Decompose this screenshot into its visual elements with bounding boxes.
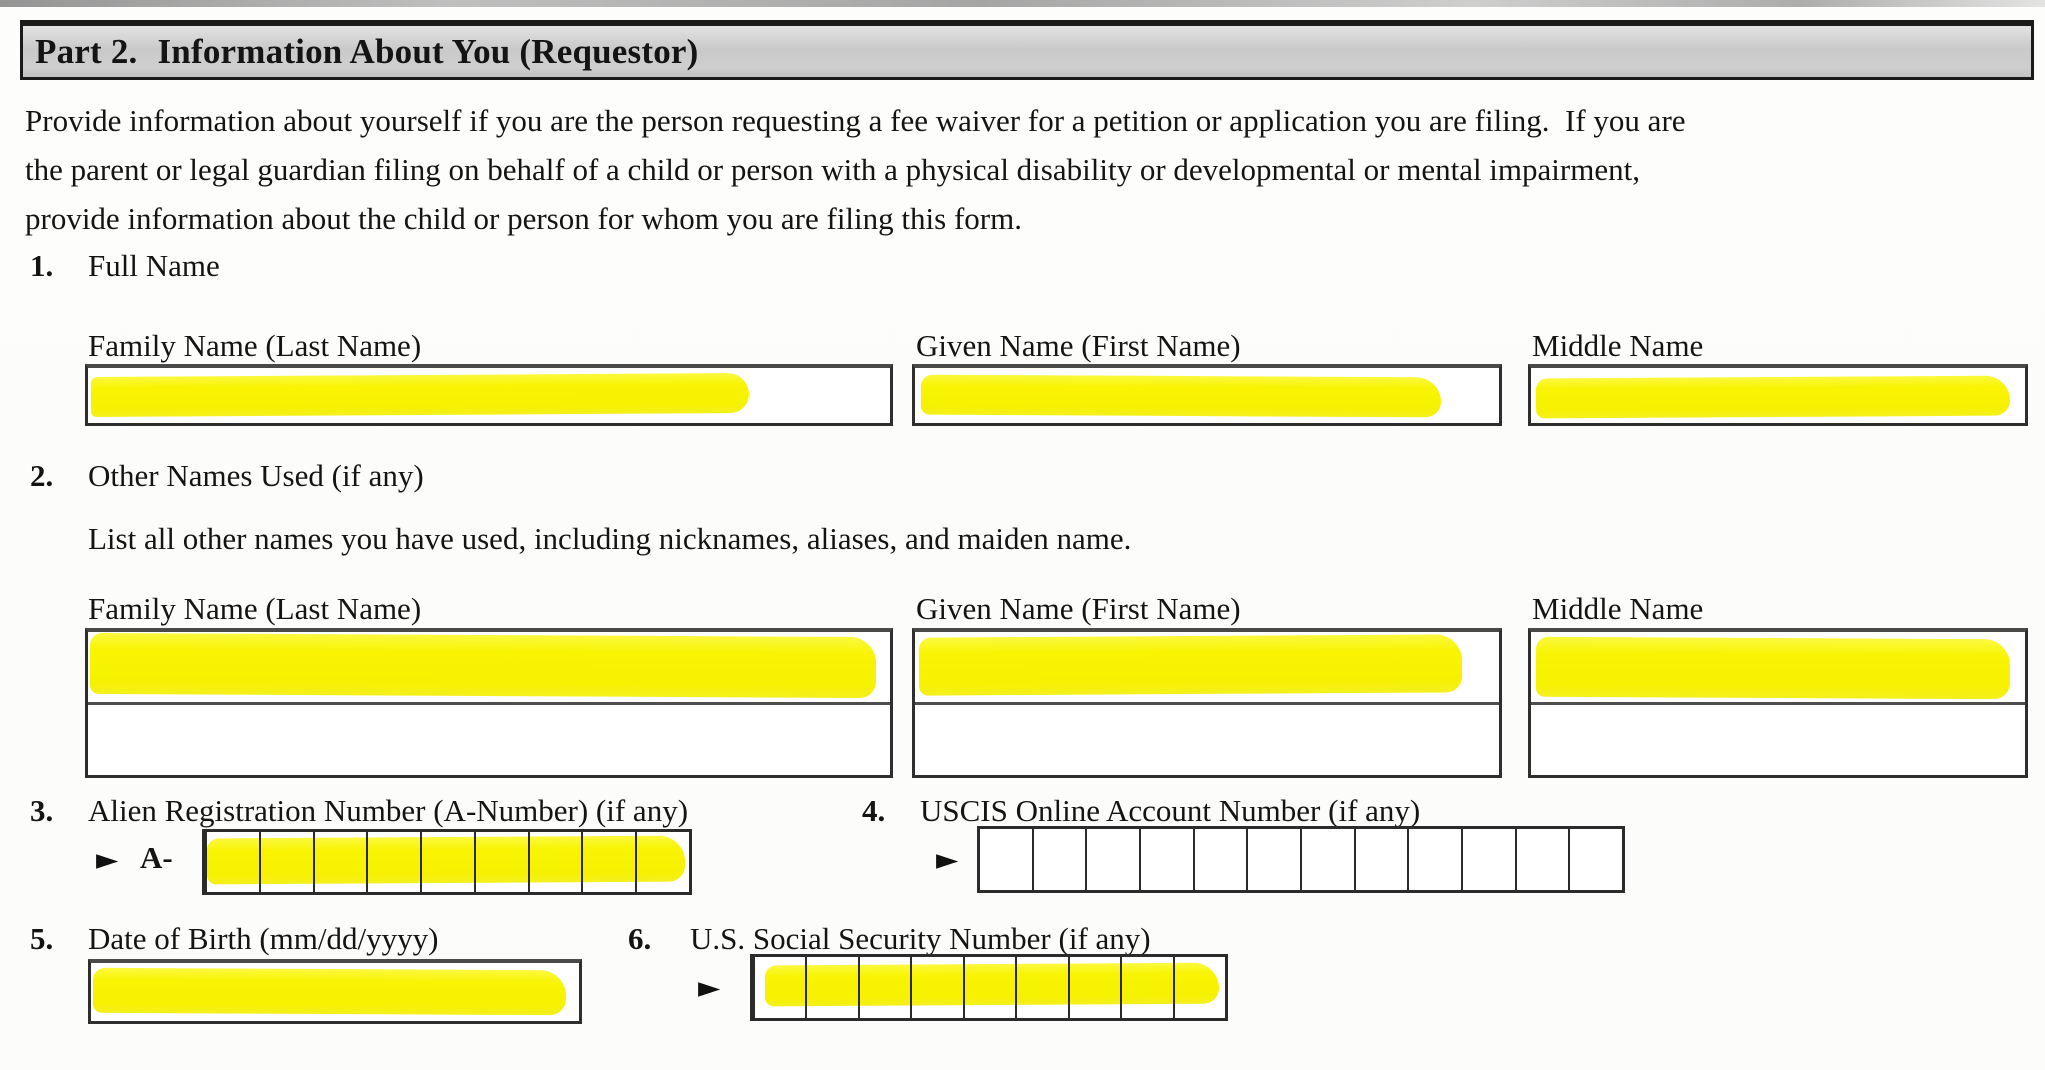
part-header-bar: Part 2. Information About You (Requestor…	[20, 20, 2034, 80]
comb-cell[interactable]	[1031, 829, 1086, 890]
comb-cell[interactable]	[805, 957, 857, 1018]
comb-cell[interactable]	[258, 832, 313, 892]
q2-label: Other Names Used (if any)	[88, 458, 424, 493]
date-of-birth-field[interactable]	[88, 959, 582, 1024]
family-name-label-2: Family Name (Last Name)	[88, 591, 422, 626]
q5-label: Date of Birth (mm/dd/yyyy)	[88, 921, 439, 956]
comb-cell[interactable]	[1461, 829, 1515, 890]
comb-cell[interactable]	[1172, 957, 1225, 1018]
a-number-comb[interactable]	[202, 829, 692, 895]
highlight-marker	[89, 632, 877, 699]
other-family-name-field-1[interactable]	[88, 632, 890, 705]
highlight-marker	[918, 634, 1463, 696]
highlight-marker	[92, 967, 567, 1016]
comb-cell[interactable]	[1015, 957, 1067, 1018]
intro-line-3: provide information about the child or p…	[25, 201, 1022, 236]
other-given-name-field-2[interactable]	[915, 705, 1499, 775]
family-name-field[interactable]	[85, 364, 893, 426]
comb-cell[interactable]	[581, 832, 635, 892]
uscis-account-comb[interactable]	[977, 826, 1625, 893]
comb-cell[interactable]	[527, 832, 582, 892]
comb-cell[interactable]	[205, 832, 259, 892]
comb-cell[interactable]	[1067, 957, 1120, 1018]
intro-line-2: the parent or legal guardian filing on b…	[25, 152, 1640, 187]
comb-cell[interactable]	[1192, 829, 1247, 890]
part-number: Part 2.	[35, 31, 138, 71]
q6-number: 6.	[628, 921, 652, 956]
q3-pointer-icon: ►	[96, 842, 119, 876]
q1-label: Full Name	[88, 248, 220, 283]
q2-caption: List all other names you have used, incl…	[88, 521, 1132, 556]
given-name-field[interactable]	[912, 364, 1502, 426]
comb-cell[interactable]	[1139, 829, 1193, 890]
comb-cell[interactable]	[635, 832, 689, 892]
q4-label: USCIS Online Account Number (if any)	[920, 793, 1421, 828]
highlight-marker	[920, 374, 1441, 418]
other-middle-name-field-2[interactable]	[1531, 705, 2025, 775]
highlight-marker	[1535, 636, 2011, 700]
q5-number: 5.	[30, 921, 54, 956]
intro-line-1: Provide information about yourself if yo…	[25, 103, 1686, 138]
family-name-label-1: Family Name (Last Name)	[88, 328, 422, 363]
other-middle-name-field-1[interactable]	[1531, 632, 2025, 705]
comb-cell[interactable]	[473, 832, 528, 892]
comb-cell[interactable]	[1300, 829, 1354, 890]
other-given-name-box	[912, 628, 1502, 778]
comb-cell[interactable]	[962, 957, 1015, 1018]
part-title: Information About You (Requestor)	[157, 31, 699, 71]
comb-cell[interactable]	[1514, 829, 1569, 890]
comb-cell[interactable]	[1246, 829, 1300, 890]
middle-name-field[interactable]	[1528, 364, 2028, 426]
given-name-label-1: Given Name (First Name)	[916, 328, 1241, 363]
q1-number: 1.	[30, 248, 54, 283]
comb-cell[interactable]	[1353, 829, 1408, 890]
q3-number: 3.	[30, 793, 54, 828]
comb-cell[interactable]	[910, 957, 962, 1018]
q4-number: 4.	[862, 793, 886, 828]
other-middle-name-box	[1528, 628, 2028, 778]
comb-cell[interactable]	[980, 829, 1032, 890]
q6-label: U.S. Social Security Number (if any)	[690, 921, 1151, 956]
other-family-name-field-2[interactable]	[88, 705, 890, 775]
a-number-prefix: A-	[140, 840, 173, 875]
comb-cell[interactable]	[420, 832, 474, 892]
comb-cell[interactable]	[312, 832, 367, 892]
q3-label: Alien Registration Number (A-Number) (if…	[88, 793, 689, 828]
comb-cell[interactable]	[366, 832, 420, 892]
comb-cell[interactable]	[857, 957, 910, 1018]
middle-name-label-1: Middle Name	[1532, 328, 1704, 363]
scan-artifact-strip	[0, 0, 2045, 7]
highlight-marker	[1535, 375, 2011, 419]
middle-name-label-2: Middle Name	[1532, 591, 1704, 626]
q2-number: 2.	[30, 458, 54, 493]
q4-pointer-icon: ►	[936, 842, 959, 876]
q6-pointer-icon: ►	[698, 970, 721, 1004]
highlight-marker	[90, 372, 749, 418]
comb-cell[interactable]	[1120, 957, 1172, 1018]
given-name-label-2: Given Name (First Name)	[916, 591, 1241, 626]
other-given-name-field-1[interactable]	[915, 632, 1499, 705]
comb-cell[interactable]	[1407, 829, 1461, 890]
ssn-comb[interactable]	[750, 954, 1228, 1021]
comb-cell[interactable]	[1568, 829, 1622, 890]
other-family-name-box	[85, 628, 893, 778]
comb-cell[interactable]	[753, 957, 805, 1018]
comb-cell[interactable]	[1085, 829, 1139, 890]
